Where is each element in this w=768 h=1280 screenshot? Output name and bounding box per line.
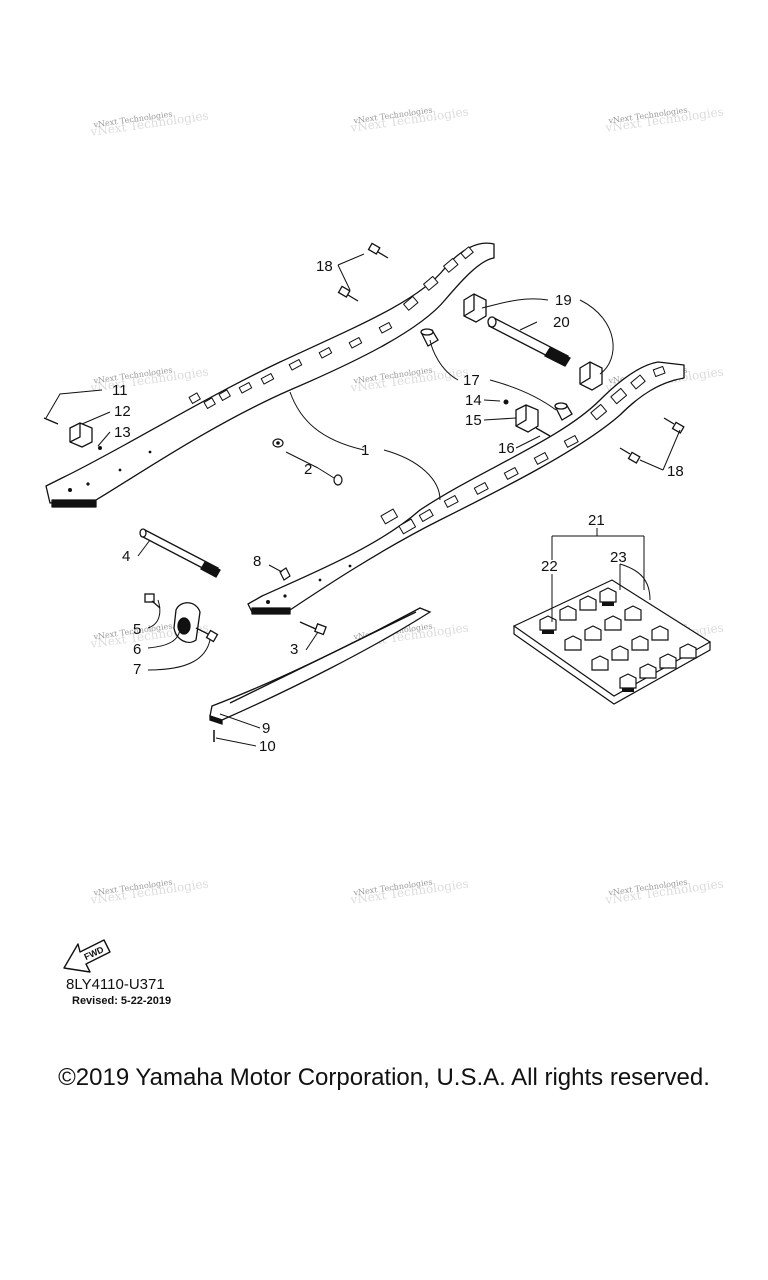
- bolt-part-7: [195, 627, 219, 643]
- callout-23: 23: [610, 549, 627, 566]
- block-part-15: [515, 404, 539, 433]
- callout-22: 22: [541, 558, 558, 575]
- shaft-part-4: [139, 528, 221, 578]
- callout-12: 12: [114, 403, 131, 420]
- washer-part-2: [272, 438, 343, 486]
- callout-1: 1: [361, 442, 369, 459]
- bolt-part-18: [337, 242, 685, 464]
- bolt-part-3: [299, 621, 327, 636]
- callout-9: 9: [262, 720, 270, 737]
- callout-3: 3: [290, 641, 298, 658]
- callout-16: 16: [498, 440, 515, 457]
- revised-date: Revised: 5-22-2019: [72, 995, 172, 1007]
- callout-18: 18: [667, 463, 684, 480]
- copyright-notice: ©2019 Yamaha Motor Corporation, U.S.A. A…: [58, 1064, 710, 1091]
- callout-4: 4: [122, 548, 130, 565]
- bolt-part-5: [144, 593, 161, 609]
- callout-2: 2: [304, 461, 312, 478]
- callout-11: 11: [112, 382, 128, 399]
- nut-part-8: [279, 567, 291, 581]
- leader-lines: [45, 253, 681, 747]
- callout-19: 19: [555, 292, 572, 309]
- callout-17: 17: [463, 372, 480, 389]
- pin-part-11: [43, 417, 59, 425]
- callout-7: 7: [133, 661, 141, 678]
- callout-10: 10: [259, 738, 276, 755]
- callout-6: 6: [133, 641, 141, 658]
- wheel-part-6: [173, 602, 201, 643]
- track-part-21: [512, 579, 712, 705]
- callout-14: 14: [465, 392, 482, 409]
- shaft-part-20: [487, 316, 571, 367]
- callouts: 1 2 3 4 5 6 7 8 9 10 11 12 13 14 15 16 1…: [112, 258, 684, 755]
- callout-18: 18: [316, 258, 333, 275]
- block-part-19: [463, 293, 603, 391]
- callout-5: 5: [133, 621, 141, 638]
- diagram-code: 8LY4110-U371: [66, 976, 165, 993]
- callout-21: 21: [588, 512, 605, 529]
- watermarks: vNext Technologies vNext Technologies vN…: [89, 104, 725, 907]
- nut-part-14: [503, 399, 509, 405]
- callout-20: 20: [553, 314, 570, 331]
- callout-15: 15: [465, 412, 482, 429]
- block-part-12: [69, 422, 93, 448]
- callout-13: 13: [114, 424, 131, 441]
- slider-part-9: [209, 607, 432, 725]
- nut-part-13: [98, 446, 102, 450]
- fwd-arrow-icon: FWD: [63, 939, 111, 973]
- callout-8: 8: [253, 553, 261, 570]
- slide-rail-left: [45, 242, 495, 508]
- bolt-part-16: [535, 427, 551, 437]
- bushing-part-17: [420, 328, 573, 421]
- slide-rail-right: [247, 361, 685, 615]
